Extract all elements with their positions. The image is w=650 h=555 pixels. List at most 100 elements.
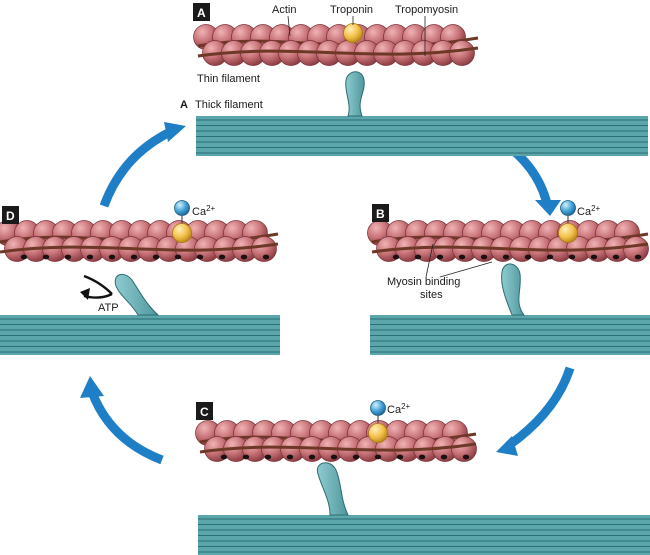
- myosin-binding-site: [414, 254, 422, 260]
- tropomyosin-label: Tropomyosin: [395, 4, 458, 16]
- arrow-c-to-d-head: [80, 376, 104, 398]
- myosin-binding-site: [374, 454, 382, 460]
- myosin-binding-site: [502, 254, 510, 260]
- thin-filament-a: [193, 24, 479, 66]
- myosin-heads: [114, 71, 526, 516]
- myosin-head-d: [114, 273, 160, 316]
- myosin-binding-site: [242, 454, 250, 460]
- myosin-binding-site: [64, 254, 72, 260]
- calcium-ion: [560, 200, 576, 216]
- cycle-arrows: [80, 122, 575, 465]
- arrow-d-to-a-head: [164, 122, 186, 142]
- myosin-binding-site: [396, 454, 404, 460]
- troponin-c: [368, 400, 388, 443]
- actin-subunit: [251, 236, 277, 262]
- panel-b-calcium-label: Ca2+: [577, 204, 601, 218]
- myosin-binding-site: [218, 254, 226, 260]
- thin-filament-label: Thin filament: [197, 73, 260, 85]
- atp-binding-arrow: [83, 274, 113, 295]
- panel-c-tag: C: [200, 405, 209, 419]
- panel-b-tag: B: [376, 207, 385, 221]
- myosin-binding-site: [220, 454, 228, 460]
- troponin: [368, 423, 388, 443]
- arrow-c-to-d: [87, 390, 164, 465]
- tropomyosin-strand: [371, 242, 649, 254]
- tropomyosin-strand: [0, 242, 279, 254]
- actin-subunit: [451, 436, 477, 462]
- thin-filament-c: [195, 420, 477, 462]
- myosin-binding-site: [392, 254, 400, 260]
- myosin-binding-site: [86, 254, 94, 260]
- troponin-label: Troponin: [330, 4, 373, 16]
- thick-filament-label: Thick filament: [195, 99, 263, 111]
- myosin-binding-site: [152, 254, 160, 260]
- thick-filament-3: [0, 315, 280, 355]
- myosin-binding-site: [458, 254, 466, 260]
- myosin-binding-site: [196, 254, 204, 260]
- myosin-binding-site: [612, 254, 620, 260]
- actin-leader: [287, 15, 291, 37]
- myosin-binding-site: [590, 254, 598, 260]
- panel-d-tag: D: [6, 209, 15, 223]
- myosin-binding-site: [42, 254, 50, 260]
- calcium-ion: [370, 400, 386, 416]
- troponin: [172, 223, 192, 243]
- arrow-b-to-c-head: [496, 436, 518, 456]
- myosin-binding-site: [352, 454, 360, 460]
- panel-b: B Ca2+ Myosin binding sites: [372, 204, 601, 301]
- myosin-binding-site: [440, 454, 448, 460]
- actin-subunit: [623, 236, 649, 262]
- panel-c-calcium-label: Ca2+: [387, 402, 411, 416]
- myosin-binding-site: [524, 254, 532, 260]
- myosin-binding-site: [546, 254, 554, 260]
- myosin-head-a: [345, 71, 365, 117]
- myosin-head-b: [501, 263, 526, 316]
- troponin-b: [558, 200, 578, 243]
- troponin-d: [172, 200, 192, 243]
- panel-d-calcium-label: Ca2+: [192, 204, 216, 218]
- myosin-binding-site: [174, 254, 182, 260]
- myosin-binding-site: [330, 454, 338, 460]
- myosin-binding-site: [418, 454, 426, 460]
- panel-b-tag-box: [372, 204, 389, 222]
- thick-filament-2: [370, 315, 650, 355]
- panel-d-tag-box: [2, 206, 19, 224]
- thin-filament-b: [367, 220, 649, 262]
- binding-site-leader-1: [425, 243, 434, 278]
- thick-filament-4: [198, 515, 650, 555]
- actin-subunit: [449, 40, 475, 66]
- troponin-complexes: [172, 23, 578, 443]
- actin-label: Actin: [272, 4, 296, 16]
- panel-d: D Ca2+ ATP: [2, 204, 216, 314]
- myosin-binding-site: [462, 454, 470, 460]
- tropomyosin-strand: [197, 46, 479, 58]
- myosin-binding-site: [240, 254, 248, 260]
- myosin-binding-site: [108, 254, 116, 260]
- panel-a-tag-box: [193, 3, 210, 21]
- troponin: [558, 223, 578, 243]
- myosin-binding-site: [568, 254, 576, 260]
- myosin-binding-site: [262, 254, 270, 260]
- myosin-binding-site: [480, 254, 488, 260]
- myosin-binding-site: [634, 254, 642, 260]
- tropomyosin-strand: [199, 442, 477, 454]
- panel-c-tag-box: [196, 402, 213, 420]
- troponin-a: [343, 23, 363, 43]
- myosin-binding-site: [308, 454, 316, 460]
- panel-c: C Ca2+: [196, 402, 411, 420]
- arrow-a-to-b-head: [535, 200, 561, 216]
- calcium-ion: [174, 200, 190, 216]
- binding-site-leader-2: [439, 261, 493, 278]
- panel-a-tag: A: [197, 6, 206, 20]
- myosin-binding-site: [286, 454, 294, 460]
- arrow-b-to-c: [505, 366, 575, 450]
- thin-filaments: [0, 24, 649, 462]
- arrow-d-to-a: [99, 127, 173, 208]
- thick-filaments: [0, 116, 650, 555]
- myosin-binding-site: [130, 254, 138, 260]
- panel-a-sublabel: A: [180, 99, 188, 111]
- myosin-binding-site: [436, 254, 444, 260]
- atp-arrow-head: [80, 288, 90, 300]
